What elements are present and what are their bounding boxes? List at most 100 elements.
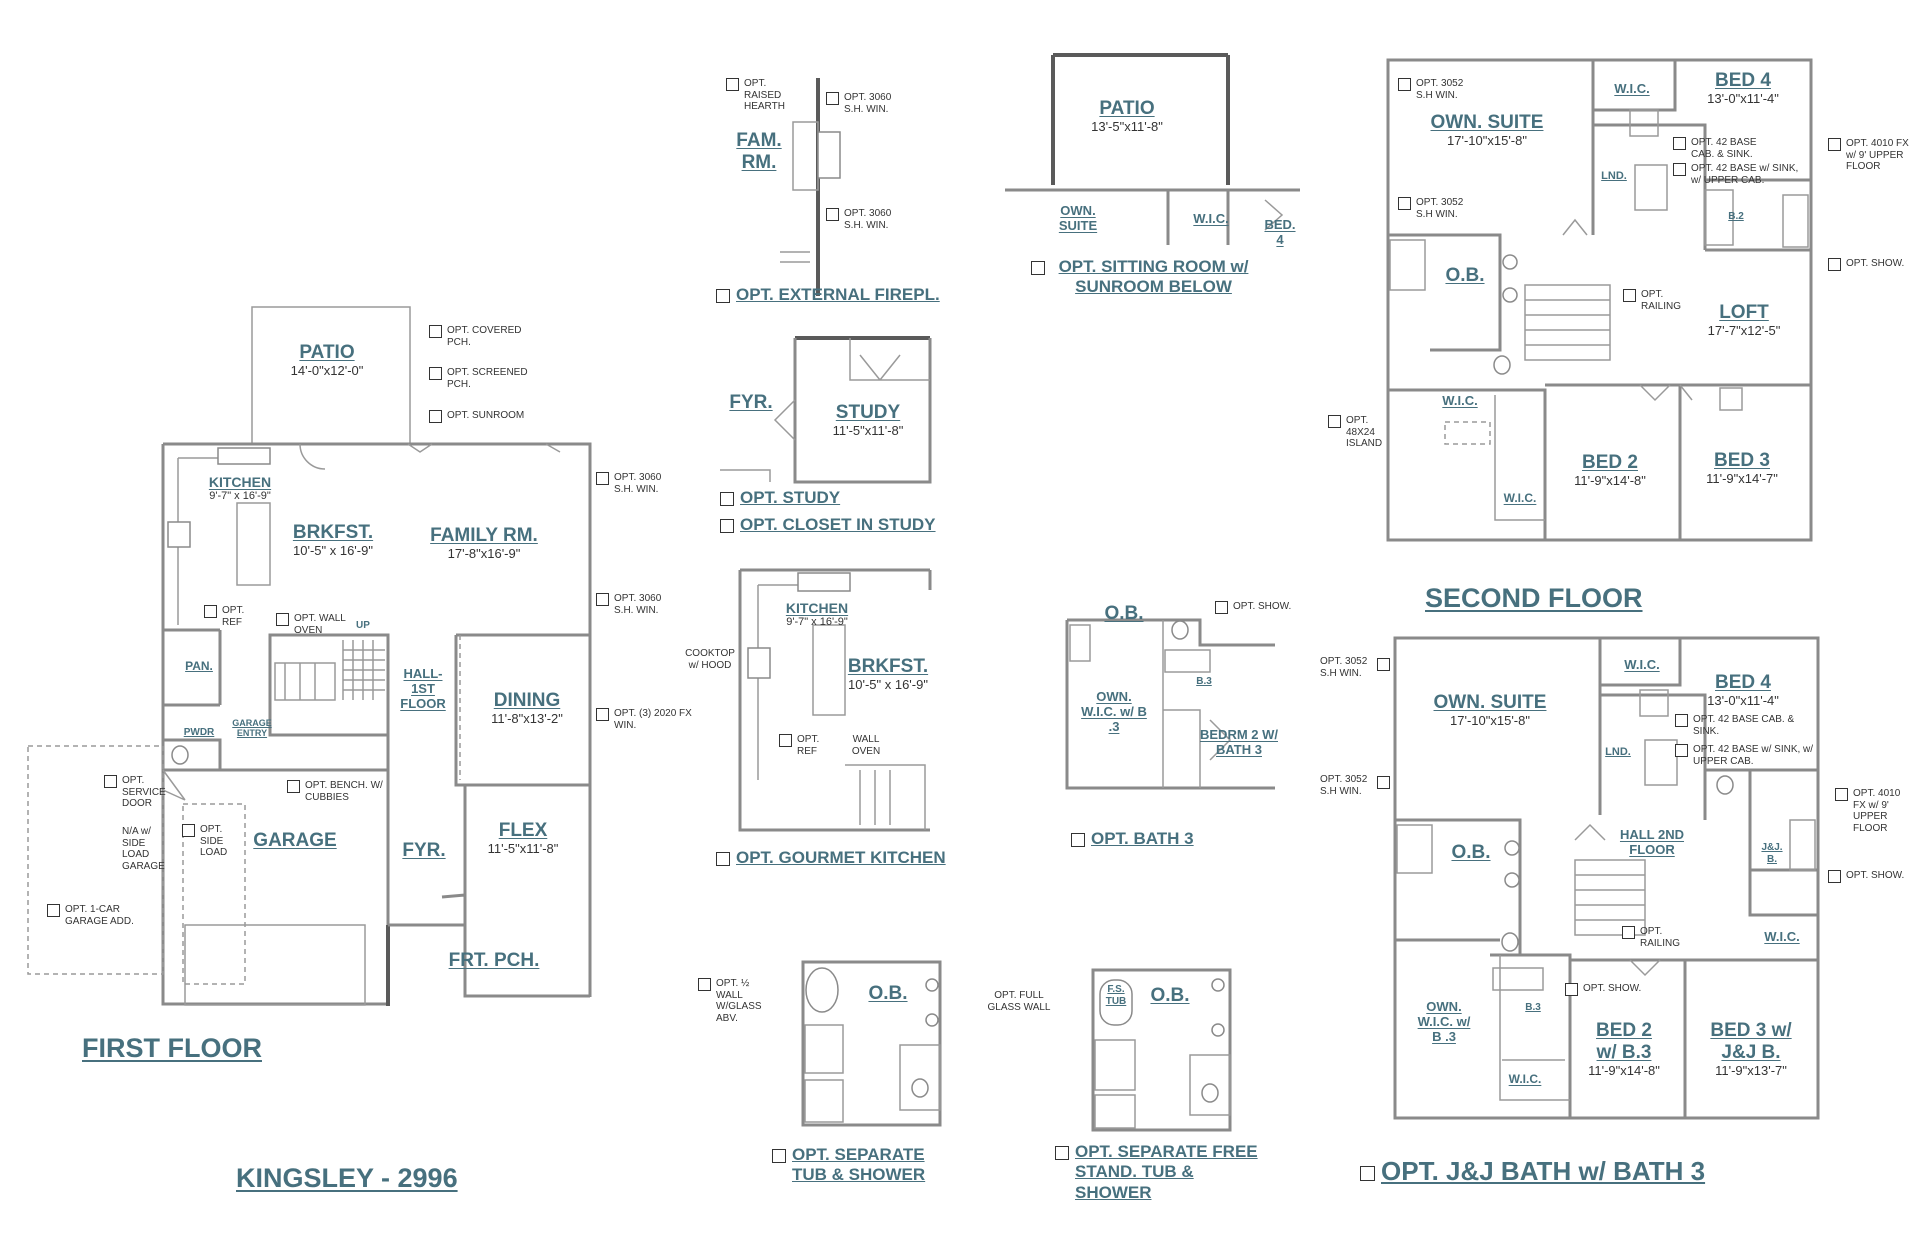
checkbox[interactable] bbox=[1675, 714, 1688, 727]
sf-opt-base-cab[interactable]: OPT. 42 BASE CAB. & SINK. bbox=[1673, 137, 1766, 160]
sf-opt-win-3052-a[interactable]: OPT. 3052 S.H WIN. bbox=[1398, 78, 1468, 101]
sf-opt-show[interactable]: OPT. SHOW. bbox=[1828, 258, 1904, 271]
checkbox[interactable] bbox=[716, 288, 730, 303]
gourmet-caption[interactable]: OPT. GOURMET KITCHEN bbox=[716, 848, 946, 868]
study-door bbox=[773, 399, 796, 441]
checkbox[interactable] bbox=[104, 775, 117, 788]
ff-opt-screened-pch[interactable]: OPT. SCREENED PCH. bbox=[429, 367, 539, 390]
checkbox[interactable] bbox=[1377, 658, 1390, 671]
opt-1car-garage-dashed bbox=[27, 745, 164, 975]
sf-opt-fx-4010[interactable]: OPT. 4010 FX w/ 9' UPPER FLOOR bbox=[1828, 138, 1914, 173]
ff-opt-covered-pch[interactable]: OPT. COVERED PCH. bbox=[429, 325, 539, 348]
septub-caption[interactable]: OPT. SEPARATE TUB & SHOWER bbox=[772, 1145, 942, 1186]
checkbox[interactable] bbox=[1623, 289, 1636, 302]
checkbox[interactable] bbox=[1031, 260, 1045, 275]
gourmet-opt-ref[interactable]: OPT. REF bbox=[779, 734, 829, 757]
checkbox[interactable] bbox=[429, 410, 442, 423]
checkbox[interactable] bbox=[1398, 78, 1411, 91]
ff-opt-win-3060-a[interactable]: OPT. 3060 S.H. WIN. bbox=[596, 472, 676, 495]
checkbox[interactable] bbox=[826, 208, 839, 221]
checkbox[interactable] bbox=[429, 367, 442, 380]
checkbox[interactable] bbox=[1565, 983, 1578, 996]
checkbox[interactable] bbox=[287, 780, 300, 793]
checkbox[interactable] bbox=[1377, 776, 1390, 789]
checkbox[interactable] bbox=[47, 904, 60, 917]
checkbox[interactable] bbox=[1835, 788, 1848, 801]
checkbox[interactable] bbox=[716, 851, 730, 866]
jj-opt-fx-4010[interactable]: OPT. 4010 FX w/ 9' UPPER FLOOR bbox=[1835, 788, 1915, 834]
checkbox[interactable] bbox=[1828, 258, 1841, 271]
ff-kitchen-name: KITCHEN bbox=[208, 474, 272, 490]
checkbox[interactable] bbox=[182, 824, 195, 837]
checkbox[interactable] bbox=[1828, 138, 1841, 151]
sf-opt-railing[interactable]: OPT. RAILING bbox=[1623, 289, 1685, 312]
jj-opt-railing[interactable]: OPT. RAILING bbox=[1622, 926, 1684, 949]
bath3-opt-show[interactable]: OPT. SHOW. bbox=[1215, 601, 1291, 614]
jj-opt-base-cab[interactable]: OPT. 42 BASE CAB. & SINK. bbox=[1675, 714, 1808, 737]
ff-opt-sunroom[interactable]: OPT. SUNROOM bbox=[429, 410, 524, 423]
jj-opt-win-3052-b-checkbox[interactable] bbox=[1377, 776, 1395, 789]
bath3-caption[interactable]: OPT. BATH 3 bbox=[1071, 829, 1194, 849]
checkbox[interactable] bbox=[720, 518, 734, 533]
checkbox[interactable] bbox=[1828, 870, 1841, 883]
ff-opt-wall-oven[interactable]: OPT. WALL OVEN bbox=[276, 613, 352, 636]
ff-opt-win-3060-b[interactable]: OPT. 3060 S.H. WIN. bbox=[596, 593, 676, 616]
firepl-opt-win-b[interactable]: OPT. 3060 S.H. WIN. bbox=[826, 208, 912, 231]
jj-own-wic: OWN. W.I.C. w/ B .3 bbox=[1414, 999, 1474, 1045]
checkbox[interactable] bbox=[1675, 744, 1688, 757]
sf-opt-base-sink[interactable]: OPT. 42 BASE w/ SINK, w/ UPPER CAB. bbox=[1673, 163, 1811, 186]
jj-ob: O.B. bbox=[1451, 842, 1490, 864]
study-caption-1[interactable]: OPT. STUDY bbox=[720, 488, 840, 508]
checkbox[interactable] bbox=[1071, 832, 1085, 847]
firepl-opt-win-a[interactable]: OPT. 3060 S.H. WIN. bbox=[826, 92, 912, 115]
checkbox[interactable] bbox=[596, 708, 609, 721]
sf-bed2-dim: 11'-9"x14'-8" bbox=[1574, 472, 1646, 488]
checkbox[interactable] bbox=[1673, 163, 1686, 176]
checkbox[interactable] bbox=[596, 472, 609, 485]
ff-opt-ref[interactable]: OPT. REF bbox=[204, 605, 254, 628]
study-closet bbox=[849, 338, 930, 381]
checkbox[interactable] bbox=[720, 491, 734, 506]
checkbox[interactable] bbox=[1673, 137, 1686, 150]
jj-opt-show-right[interactable]: OPT. SHOW. bbox=[1828, 870, 1904, 883]
jj-opt-win-3052-a-checkbox[interactable] bbox=[1377, 658, 1395, 671]
firepl-room-name: FAM. RM. bbox=[736, 130, 782, 173]
checkbox[interactable] bbox=[596, 593, 609, 606]
sf-loft: LOFT 17'-7"x12'-5" bbox=[1708, 302, 1781, 339]
checkbox[interactable] bbox=[429, 325, 442, 338]
jj-bed3-name: BED 3 w/ J&J B. bbox=[1710, 1020, 1792, 1063]
sitting-caption[interactable]: OPT. SITTING ROOM w/ SUNROOM BELOW bbox=[1031, 257, 1256, 298]
jj-walls bbox=[1393, 636, 1820, 1120]
checkbox[interactable] bbox=[826, 92, 839, 105]
firepl-opt-hearth[interactable]: OPT. RAISED HEARTH bbox=[726, 78, 798, 113]
jj-opt-show-b3[interactable]: OPT. SHOW. bbox=[1565, 983, 1641, 996]
sf-opt-win-3052-b[interactable]: OPT. 3052 S.H WIN. bbox=[1398, 197, 1468, 220]
checkbox[interactable] bbox=[698, 978, 711, 991]
freestand-caption[interactable]: OPT. SEPARATE FREE STAND. TUB & SHOWER bbox=[1055, 1142, 1265, 1203]
ff-opt-bench[interactable]: OPT. BENCH. W/ CUBBIES bbox=[287, 780, 385, 803]
firepl-caption[interactable]: OPT. EXTERNAL FIREPL. bbox=[716, 285, 940, 305]
checkbox[interactable] bbox=[1215, 601, 1228, 614]
bath3-caption-text: OPT. BATH 3 bbox=[1091, 829, 1194, 848]
jj-caption[interactable]: OPT. J&J BATH w/ BATH 3 bbox=[1360, 1156, 1705, 1187]
ff-opt-service-door[interactable]: OPT. SERVICE DOOR bbox=[104, 775, 170, 810]
sf-ob-name: O.B. bbox=[1445, 265, 1485, 286]
checkbox[interactable] bbox=[779, 734, 792, 747]
sf-wic-left: W.I.C. bbox=[1442, 393, 1477, 409]
checkbox[interactable] bbox=[1055, 1145, 1069, 1160]
checkbox[interactable] bbox=[772, 1148, 786, 1163]
checkbox[interactable] bbox=[204, 605, 217, 618]
checkbox[interactable] bbox=[1328, 415, 1341, 428]
septub-opt-half-wall[interactable]: OPT. ½ WALL W/GLASS ABV. bbox=[698, 978, 768, 1024]
checkbox[interactable] bbox=[276, 613, 289, 626]
checkbox[interactable] bbox=[1360, 1165, 1375, 1181]
jj-opt-base-sink[interactable]: OPT. 42 BASE w/ SINK, w/ UPPER CAB. bbox=[1675, 744, 1818, 767]
ff-opt-1car[interactable]: OPT. 1-CAR GARAGE ADD. bbox=[47, 904, 135, 927]
ff-opt-side-load[interactable]: OPT. SIDE LOAD bbox=[182, 824, 232, 859]
checkbox[interactable] bbox=[726, 78, 739, 91]
sf-opt-island[interactable]: OPT. 48X24 ISLAND bbox=[1328, 415, 1388, 450]
checkbox[interactable] bbox=[1622, 926, 1635, 939]
checkbox[interactable] bbox=[1398, 197, 1411, 210]
ff-opt-fx-2020[interactable]: OPT. (3) 2020 FX WIN. bbox=[596, 708, 692, 731]
study-caption-2[interactable]: OPT. CLOSET IN STUDY bbox=[720, 515, 936, 535]
